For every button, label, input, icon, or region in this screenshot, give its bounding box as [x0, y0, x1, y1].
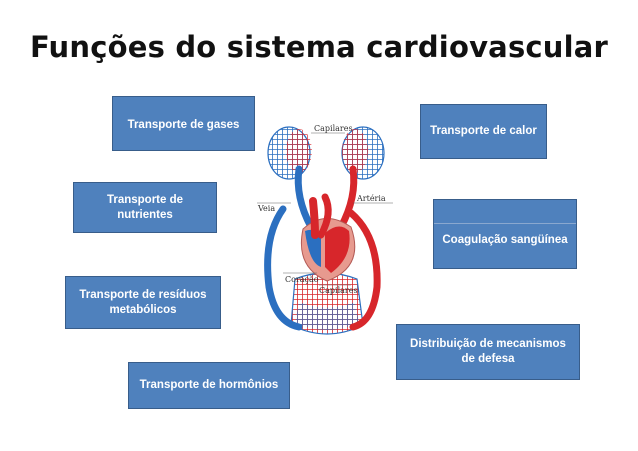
heart — [300, 193, 356, 282]
label-veia: Veia — [257, 204, 275, 213]
box-transporte-residuos: Transporte de resíduos metabólicos — [65, 276, 221, 329]
label-coracao: Coração — [285, 275, 319, 284]
label-arteria: Artéria — [356, 194, 386, 203]
box-coagulacao-label: Coagulação sangüínea — [442, 233, 568, 246]
label-capilares-bottom: Capilares — [319, 286, 358, 295]
lung-capillaries-right — [341, 126, 385, 180]
box-transporte-gases: Transporte de gases — [112, 96, 255, 151]
box-transporte-gases-label: Transporte de gases — [127, 119, 240, 131]
box-distribuicao-defesa: Distribuição de mecanismos de defesa — [396, 324, 580, 380]
pulmonary-artery — [294, 165, 315, 231]
box-distribuicao-defesa-label: Distribuição de mecanismos de defesa — [410, 338, 566, 365]
artery-vessel — [347, 209, 381, 331]
box-transporte-nutrientes-label: Transporte de nutrientes — [106, 193, 184, 221]
label-capilares-top: Capilares — [314, 124, 353, 133]
box-transporte-nutrientes: Transporte de nutrientes — [73, 182, 217, 233]
page-title: Funções do sistema cardiovascular — [29, 30, 609, 64]
box-coagulacao: Coagulação sangüínea — [433, 199, 577, 269]
box-transporte-calor-label: Transporte de calor — [430, 125, 537, 137]
box-transporte-residuos-label: Transporte de resíduos metabólicos — [79, 288, 207, 316]
circulatory-system-illustration: Capilares Veia Artéria Coração Capilares — [257, 124, 393, 335]
box-transporte-hormonios-label: Transporte de hormônios — [139, 379, 279, 391]
box-transporte-hormonios: Transporte de hormônios — [128, 362, 290, 409]
box-transporte-calor: Transporte de calor — [420, 104, 547, 159]
lung-capillaries-left — [267, 126, 312, 180]
vein-vessel — [264, 205, 303, 331]
